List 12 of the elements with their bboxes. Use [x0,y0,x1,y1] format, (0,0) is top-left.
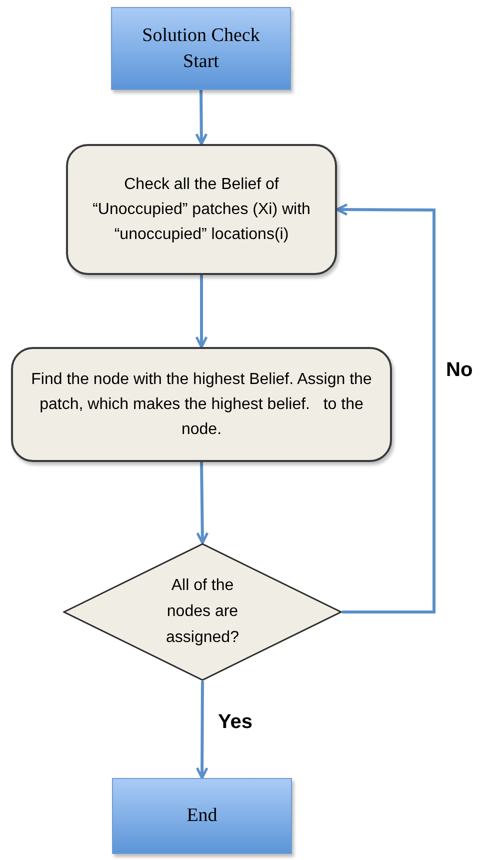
arrow [196,680,208,780]
terminal-box: End [112,778,292,854]
arrow [195,275,208,348]
terminal-box: Solution Check Start [111,7,291,90]
edge-label: Yes [218,712,252,732]
arrow [196,462,209,544]
edge-label: No [446,360,473,380]
decision-diamond: All of the nodes are assigned? [63,543,342,681]
arrow [195,90,208,146]
arrow [336,203,436,614]
process-box: Check all the Belief of “Unoccupied” patches (Xi) with “unoccupied” locations(i) [66,144,337,275]
process-box: Find the node with the highest Belief. Assign the patch, which makes the highest belief. to the node. [11,347,392,462]
